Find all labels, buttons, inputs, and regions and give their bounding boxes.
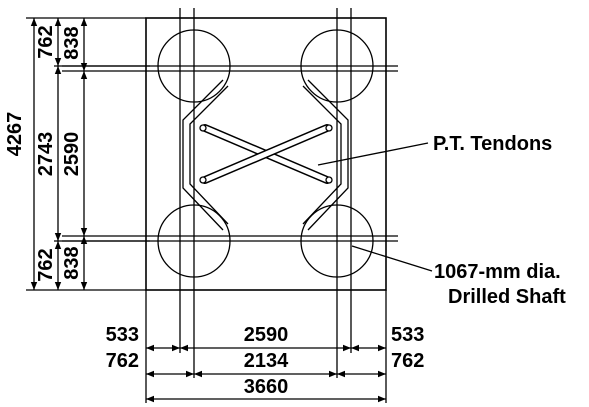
dim-533-left: 533 (106, 324, 139, 346)
pile-cap-outline (145, 17, 387, 291)
shaft-connection-bands (182, 79, 349, 231)
left-vertical-dimensions (26, 17, 150, 291)
shaft-label-line2: Drilled Shaft (448, 286, 566, 308)
dim-762-left: 762 (106, 350, 139, 372)
dim-533-right: 533 (391, 324, 424, 346)
dim-838-top: 838 (61, 26, 83, 59)
tendon-anchor-icon (325, 176, 333, 184)
tendons-label: P.T. Tendons (433, 133, 552, 155)
dim-4267: 4267 (4, 112, 26, 157)
bottom-horizontal-dimensions (145, 290, 387, 403)
dim-762-bottom: 762 (35, 248, 57, 281)
dim-762-right: 762 (391, 350, 424, 372)
pt-tendons (199, 124, 333, 184)
tendons-leader-line (317, 142, 429, 166)
vertical-reference-lines (179, 8, 352, 378)
dim-3660: 3660 (244, 376, 289, 398)
dim-762-top: 762 (35, 25, 57, 58)
dim-2590-vertical: 2590 (61, 132, 83, 177)
dim-2134: 2134 (244, 350, 289, 372)
dim-2743: 2743 (35, 132, 57, 177)
dim-838-bottom: 838 (61, 246, 83, 279)
tendon-anchor-icon (199, 124, 207, 132)
tendon-anchor-icon (199, 176, 207, 184)
shaft-leader-line (351, 245, 433, 272)
shaft-label-line1: 1067-mm dia. (434, 261, 561, 283)
tendon-anchor-icon (325, 124, 333, 132)
dim-2590-horizontal: 2590 (244, 324, 289, 346)
